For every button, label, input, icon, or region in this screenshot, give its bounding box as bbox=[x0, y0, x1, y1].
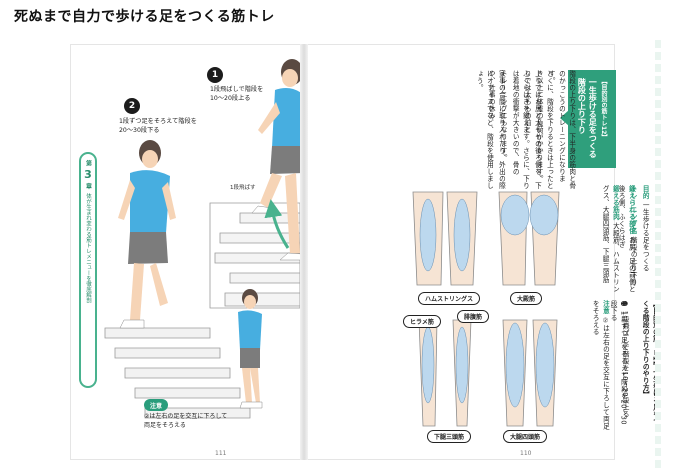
label-hamstrings: ハムストリングス bbox=[418, 292, 481, 305]
muscles-label: 鍛える筋肉 bbox=[611, 185, 620, 220]
step-1-text: 1段飛ばしで階段を 10〜20段上る bbox=[210, 86, 264, 102]
step-2-badge: 2 bbox=[124, 98, 140, 114]
training-name-label: トレーニング名 bbox=[629, 185, 638, 234]
step-1-badge: 1 bbox=[207, 67, 223, 83]
title-line-2: 一生歩ける足をつくる bbox=[588, 78, 598, 158]
body-text-col-4: ふくらはぎを鍛えます。さらに、下りは着地の衝撃が大きいので、骨の bbox=[511, 70, 530, 189]
muscles-text: 大殿筋、ハムストリングス、大腿四頭筋、下腿三頭筋 bbox=[601, 185, 620, 293]
book-gutter bbox=[300, 44, 308, 460]
step-2-text: 1段ずつ足をそろえて階段を 20〜30段下る bbox=[119, 118, 197, 134]
stairs-illustration bbox=[104, 59, 300, 419]
purpose-col: 目的 一生歩ける足をつくる bbox=[640, 185, 650, 295]
chapter-suffix: 章 bbox=[84, 183, 92, 189]
purpose-label: 目的 bbox=[641, 185, 650, 199]
book-title: 死ぬまで自力で歩ける足をつくる筋トレ bbox=[14, 9, 275, 25]
figure-feet-together bbox=[238, 289, 263, 409]
title-line-1: 【目的別の筋トレ12】 bbox=[600, 78, 607, 141]
body-text-col-2: とくに、階段を下りるときは上ったとき以上に体重の負荷がかかります。 bbox=[535, 70, 554, 189]
muscles-col: 鍛える筋肉 大殿筋、ハムストリングス、大腿四頭筋、下腿三頭筋 bbox=[600, 185, 620, 295]
caution-label: 注意 bbox=[601, 300, 610, 314]
lower-staircase bbox=[104, 327, 251, 419]
label-gluteus: 大殿筋 bbox=[510, 292, 543, 305]
section-title-box: 【目的別の筋トレ12】 一生歩ける足をつくる 階段の上り下り bbox=[568, 70, 616, 168]
target-label: 鍛えられる部位 bbox=[627, 185, 636, 234]
title-line-3: 階段の上り下り bbox=[577, 78, 587, 134]
target-col: 鍛えられる部位 お尻、足の前側と後ろ側、ふくらはぎ bbox=[616, 185, 636, 295]
title-arrow bbox=[560, 110, 569, 126]
label-triceps-surae: 下腿三頭筋 bbox=[427, 430, 472, 443]
label-gastrocnemius: 腓腹筋 bbox=[457, 310, 490, 323]
figure-climbing bbox=[251, 59, 300, 261]
label-soleus: ヒラメ筋 bbox=[403, 315, 441, 328]
page-number-left: 111 bbox=[215, 450, 227, 457]
caution-col: 注意 ②は左右の足を交互に下ろして両足をそろえる bbox=[590, 300, 610, 430]
caution-text: ②は左右の足を交互に下ろして両足をそろえる bbox=[591, 300, 610, 430]
page-number-right: 110 bbox=[520, 450, 532, 457]
how-to-step-2: ❷ 1段ずつ足をそろえて階段を20〜30段下る bbox=[609, 300, 628, 425]
how-to-step-1: ❶ 1段飛ばしで階段を10〜20段上る bbox=[621, 300, 630, 418]
body-text-col-1: 階段の上り下りは、下半身の筋肉と骨のかっこうのトレーニングになります。 bbox=[547, 70, 576, 189]
chapter-tab-text: 体が生まれ変わる筋トレメニューを徹底解剖 bbox=[85, 193, 92, 303]
chapter-side-tab: 第 3 章 体が生まれ変わる筋トレメニューを徹底解剖 bbox=[79, 152, 97, 388]
purpose-text: 一生歩ける足をつくる bbox=[641, 201, 650, 272]
anatomy-illustration bbox=[412, 191, 560, 427]
label-quadriceps: 大腿四頭筋 bbox=[503, 430, 548, 443]
chapter-number: 3 bbox=[84, 168, 92, 181]
chapter-label: 第 bbox=[84, 160, 92, 166]
skip-step-callout: 1段飛ばす bbox=[230, 185, 256, 191]
body-text-col-7: にオフィスでなど、階段を使用しましょう。 bbox=[475, 70, 494, 189]
figure-descending bbox=[118, 140, 176, 329]
target-text: お尻、足の前側と後ろ側、ふくらはぎ bbox=[617, 185, 636, 293]
page-edge-decoration bbox=[655, 40, 661, 468]
training-name-col: トレーニング名 階段の上り下り bbox=[628, 185, 638, 295]
note-text: ②は左右の足を交互に下ろして 両足をそろえる bbox=[144, 413, 228, 429]
note-badge: 注意 bbox=[144, 399, 168, 411]
body-text-col-5: トレーニングにもなります。 bbox=[499, 70, 508, 161]
body-text-col-6: 家事の合間に取り入れたり、外出の際や、仕事の休み bbox=[487, 70, 506, 189]
training-name-text: 階段の上り下り bbox=[629, 236, 638, 286]
body-text-col-3: 上りではお尻と太ももの後ろ側を、下りでは太ももの前と bbox=[523, 70, 542, 189]
